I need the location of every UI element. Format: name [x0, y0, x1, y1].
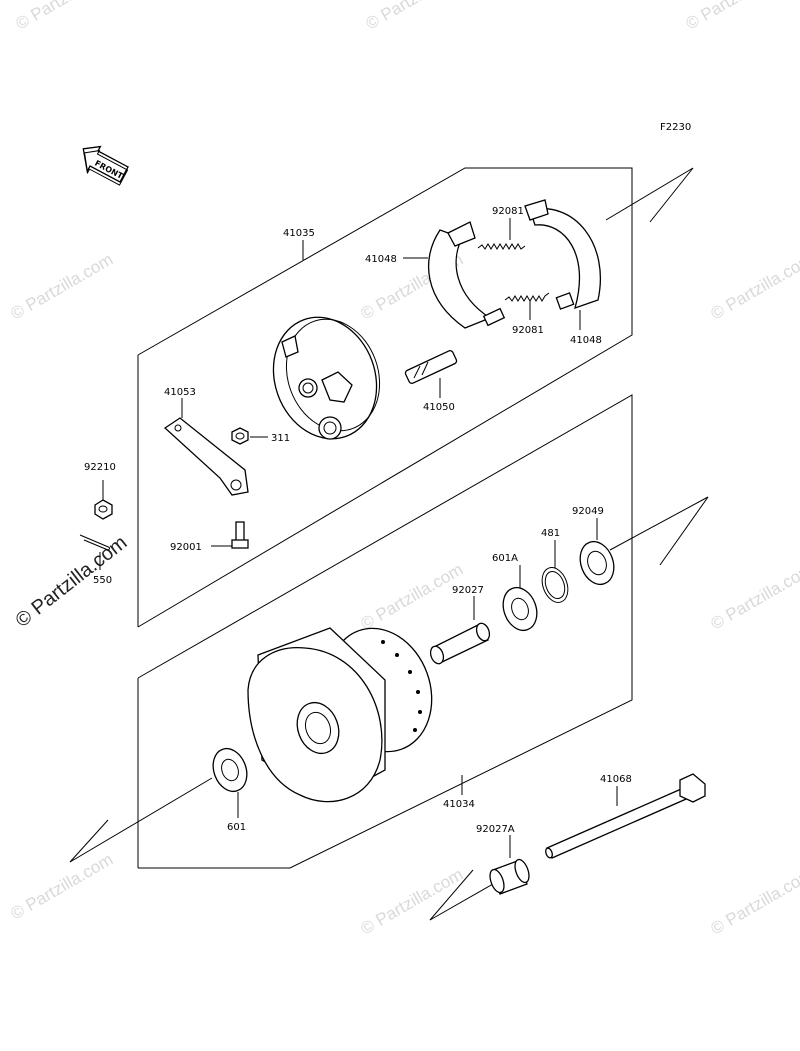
collar-92027: [428, 621, 491, 665]
part-label-92081: 92081: [492, 206, 524, 217]
front-arrow-icon: FRONT: [74, 140, 131, 189]
nut-92210: [95, 500, 112, 519]
watermark-text: © Partzilla.com: [358, 560, 467, 634]
part-label-601A: 601A: [492, 553, 518, 564]
part-label-41050: 41050: [423, 402, 455, 413]
part-label-92049: 92049: [572, 506, 604, 517]
bearing-601: [207, 744, 252, 796]
oil-seal-92049: [574, 537, 619, 589]
watermark-text: © Partzilla.com: [708, 250, 800, 324]
bolt-92001: [232, 522, 248, 548]
part-label-311: 311: [271, 433, 290, 444]
circlip-481: [538, 564, 573, 606]
watermark-text: © Partzilla.com: [8, 850, 117, 924]
watermark-text: © Partzilla.com: [8, 250, 117, 324]
brake-cam: [404, 350, 457, 385]
brake-panel: [257, 303, 395, 454]
nut-311: [232, 428, 248, 444]
watermark-main: © Partzilla.com: [12, 532, 132, 632]
part-label-92027: 92027: [452, 585, 484, 596]
watermark-text: © Partzilla.com: [708, 560, 800, 634]
brake-shoe-lower: [525, 200, 600, 309]
brake-shoe-upper: [429, 222, 505, 328]
part-label-41068: 41068: [600, 774, 632, 785]
figure-code: F2230: [660, 122, 691, 133]
spring-upper: [478, 244, 525, 249]
part-label-41048: 41048: [570, 335, 602, 346]
collar-92027A: [487, 858, 531, 895]
part-label-41035: 41035: [283, 228, 315, 239]
part-label-41034: 41034: [443, 799, 475, 810]
watermark-text: © Partzilla.com: [683, 0, 792, 33]
part-label-550: 550: [93, 575, 112, 586]
watermark-text: © Partzilla.com: [358, 865, 467, 939]
part-label-92210: 92210: [84, 462, 116, 473]
part-label-481: 481: [541, 528, 560, 539]
watermark-text: © Partzilla.com: [708, 865, 800, 939]
part-label-601: 601: [227, 822, 246, 833]
part-label-92001: 92001: [170, 542, 202, 553]
part-label-92027A: 92027A: [476, 824, 515, 835]
axle-41068: [544, 774, 705, 859]
part-label-41048: 41048: [365, 254, 397, 265]
wheel-hub: [248, 614, 449, 802]
watermark-text: © Partzilla.com: [13, 0, 122, 33]
part-label-92081: 92081: [512, 325, 544, 336]
bearing-601A: [497, 583, 542, 635]
spring-lower: [505, 293, 549, 301]
part-label-41053: 41053: [164, 387, 196, 398]
watermark-text: © Partzilla.com: [363, 0, 472, 33]
